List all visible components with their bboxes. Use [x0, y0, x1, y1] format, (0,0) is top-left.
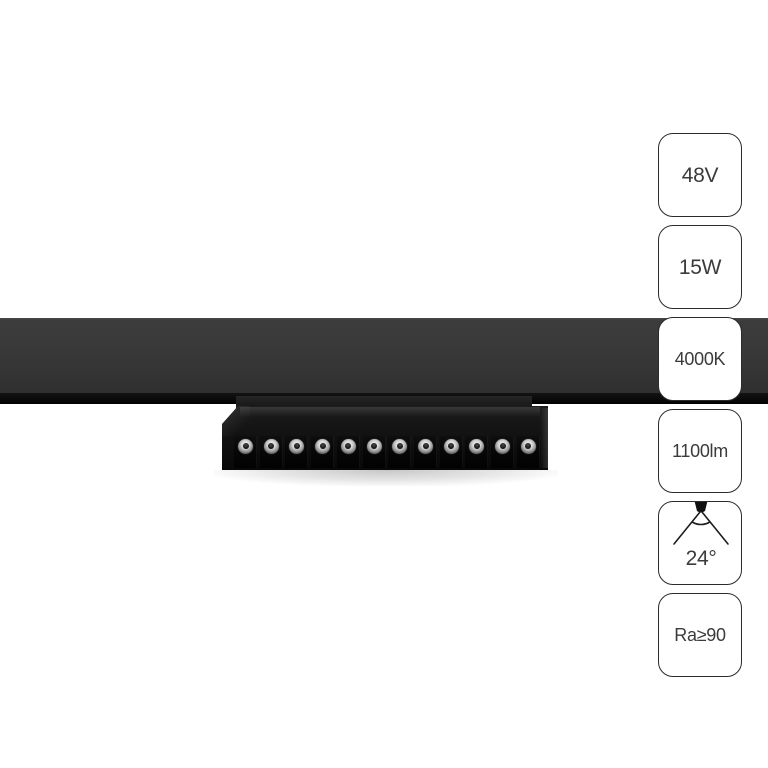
- badge-beam-angle-label: 24°: [685, 547, 717, 570]
- led-cell: [516, 436, 540, 468]
- led-reflector: [289, 439, 305, 454]
- badge-beam-angle[interactable]: 24°: [658, 501, 742, 585]
- led-reflector: [340, 439, 356, 454]
- led-cell: [491, 436, 515, 468]
- led-cell: [362, 436, 386, 468]
- led-cell: [259, 436, 283, 468]
- fixture-top-sheen: [240, 407, 540, 417]
- led-cell: [439, 436, 463, 468]
- badge-voltage-label: 48V: [681, 163, 719, 187]
- beam-angle-icon: [673, 502, 729, 545]
- led-reflector: [238, 439, 253, 454]
- led-reflector: [366, 439, 382, 454]
- led-reflector: [315, 439, 331, 454]
- badge-voltage[interactable]: 48V: [658, 133, 742, 217]
- led-reflector: [520, 439, 536, 454]
- specification-badge-list: 48V 15W 4000K 1100lm 24° Ra≥9: [658, 133, 742, 677]
- led-reflector: [418, 439, 434, 454]
- track-rail-top-highlight: [0, 318, 768, 320]
- track-rail-face: [0, 318, 768, 394]
- badge-power[interactable]: 15W: [658, 225, 742, 309]
- badge-luminous-flux-label: 1100lm: [672, 441, 728, 461]
- badge-color-temperature[interactable]: 4000K: [658, 317, 742, 401]
- led-cell: [465, 436, 489, 468]
- led-track-head: [222, 396, 548, 480]
- led-cell: [285, 436, 309, 468]
- led-reflector: [392, 439, 408, 454]
- fixture-right-end-cap: [540, 408, 548, 468]
- led-reflector: [443, 439, 459, 454]
- led-reflector: [495, 439, 511, 454]
- led-cell: [414, 436, 438, 468]
- led-reflector: [469, 439, 485, 454]
- led-cell: [311, 436, 335, 468]
- led-cell: [388, 436, 412, 468]
- led-cell: [234, 436, 257, 468]
- badge-color-rendering-index[interactable]: Ra≥90: [658, 593, 742, 677]
- badge-power-label: 15W: [678, 255, 722, 279]
- badge-color-rendering-index-label: Ra≥90: [674, 625, 726, 645]
- led-reflector: [263, 439, 279, 454]
- led-cell-row: [234, 436, 540, 468]
- badge-luminous-flux[interactable]: 1100lm: [658, 409, 742, 493]
- led-cell: [336, 436, 360, 468]
- badge-color-temperature-label: 4000K: [674, 349, 726, 369]
